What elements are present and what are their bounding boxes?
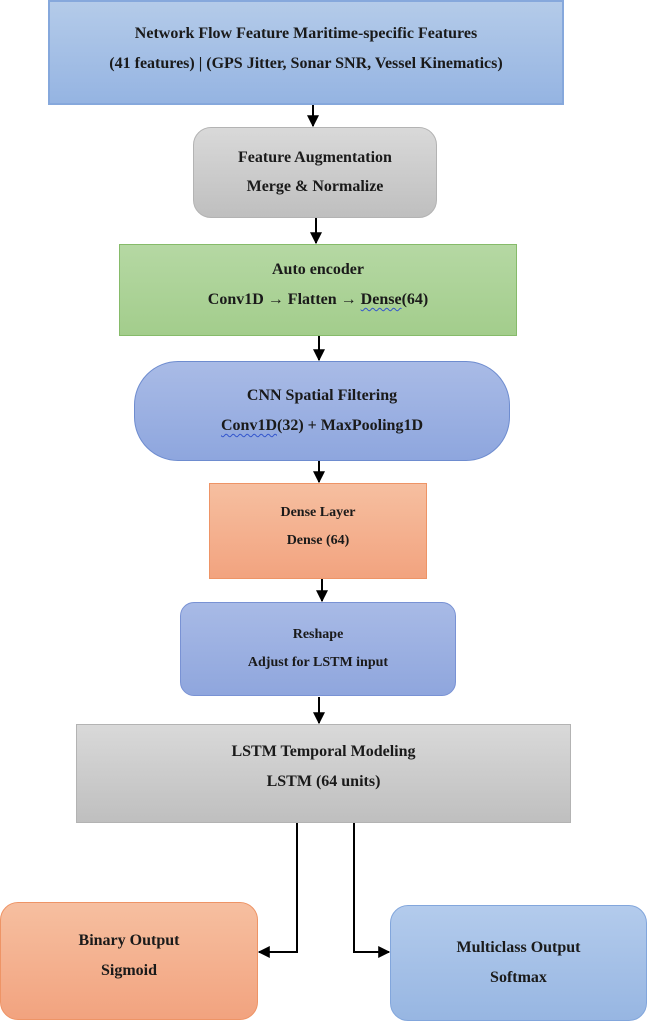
node-detail: Sigmoid bbox=[100, 962, 157, 979]
node-title: CNN Spatial Filtering bbox=[246, 387, 398, 404]
node-detail: Softmax bbox=[490, 969, 547, 986]
node-detail: Adjust for LSTM input bbox=[247, 655, 389, 670]
node-detail: Conv1D(32) + MaxPooling1D bbox=[221, 417, 423, 435]
node-detail: LSTM (64 units) bbox=[266, 772, 381, 790]
node-detail: Dense (64) bbox=[286, 533, 350, 548]
node-detail: (41 features) | (GPS Jitter, Sonar SNR, … bbox=[109, 54, 503, 72]
node-title: LSTM Temporal Modeling bbox=[231, 742, 416, 760]
cnn-spatial-filtering-node: CNN Spatial Filtering Conv1D(32) + MaxPo… bbox=[134, 361, 510, 461]
node-detail: Merge & Normalize bbox=[246, 178, 384, 195]
node-detail-part: Conv1D → Flatten → bbox=[207, 291, 361, 308]
spellcheck-underlined-text: Conv1D bbox=[220, 417, 277, 434]
spellcheck-underlined-text: Dense bbox=[360, 291, 402, 308]
input-features-node: Network Flow Feature Maritime-specific F… bbox=[48, 0, 564, 105]
binary-output-node: Binary Output Sigmoid bbox=[0, 902, 258, 1020]
node-title: Network Flow Feature Maritime-specific F… bbox=[134, 24, 478, 42]
multiclass-output-node: Multiclass Output Softmax bbox=[390, 905, 647, 1021]
feature-augmentation-node: Feature Augmentation Merge & Normalize bbox=[193, 127, 437, 218]
reshape-node: Reshape Adjust for LSTM input bbox=[180, 602, 456, 696]
dense-layer-node: Dense Layer Dense (64) bbox=[209, 483, 427, 579]
node-detail: Conv1D → Flatten → Dense(64) bbox=[208, 291, 428, 309]
node-title: Multiclass Output bbox=[456, 939, 581, 956]
node-title: Reshape bbox=[292, 627, 344, 642]
node-title: Binary Output bbox=[78, 932, 180, 949]
node-title: Dense Layer bbox=[280, 505, 356, 520]
lstm-temporal-modeling-node: LSTM Temporal Modeling LSTM (64 units) bbox=[76, 724, 571, 823]
arrow-lstm-to-multiclass-output bbox=[325, 821, 391, 958]
arrow-lstm-to-binary-output bbox=[257, 821, 323, 958]
autoencoder-node: Auto encoder Conv1D → Flatten → Dense(64… bbox=[119, 244, 517, 336]
node-detail-part: (32) + MaxPooling1D bbox=[277, 417, 423, 434]
node-title: Auto encoder bbox=[272, 261, 364, 278]
node-detail-part: (64) bbox=[401, 291, 429, 308]
node-title: Feature Augmentation bbox=[238, 149, 392, 166]
